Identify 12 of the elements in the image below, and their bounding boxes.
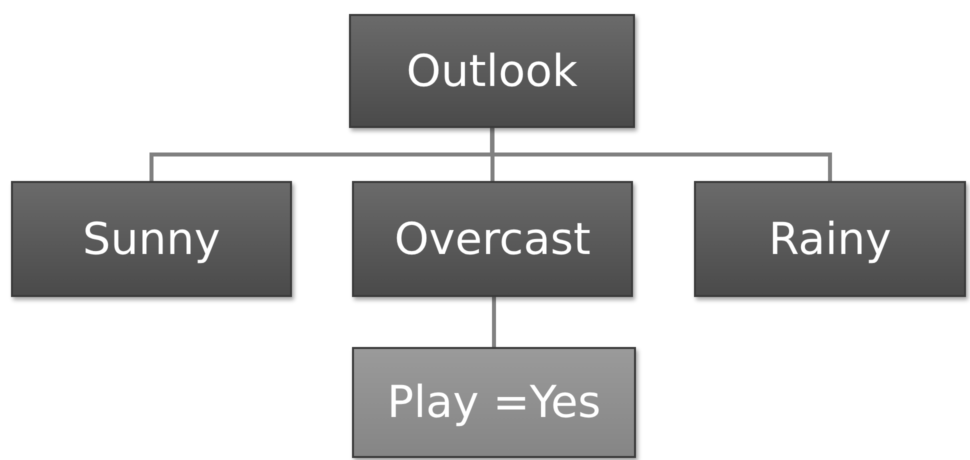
node-label: Overcast bbox=[394, 214, 591, 264]
tree-connector bbox=[492, 297, 496, 347]
node-label: Play =Yes bbox=[387, 377, 601, 428]
tree-node-box bbox=[349, 14, 635, 128]
tree-node-box bbox=[11, 181, 292, 297]
node-label: Sunny bbox=[82, 214, 220, 264]
node-label: Outlook bbox=[406, 46, 578, 96]
tree-connector bbox=[490, 128, 494, 181]
tree-node-box bbox=[694, 181, 966, 297]
tree-node-box bbox=[352, 347, 636, 458]
tree-node-box bbox=[352, 181, 633, 297]
node-label: Rainy bbox=[768, 214, 892, 264]
